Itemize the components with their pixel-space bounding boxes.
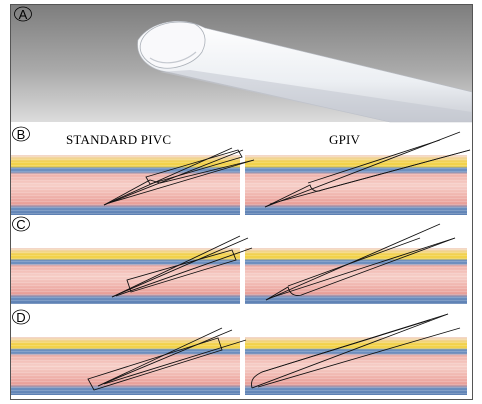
svg-text:C: C	[16, 217, 25, 232]
panel-c: C	[11, 216, 467, 304]
label-b: B	[12, 126, 30, 142]
label-c: C	[12, 216, 30, 232]
label-a: A	[14, 6, 32, 22]
standard-pivc-needle-d	[87, 327, 247, 391]
column-title-gpiv: GPIV	[329, 132, 361, 147]
standard-pivc-needle-c	[111, 235, 253, 298]
column-title-standard-pivc: STANDARD PIVC	[66, 132, 171, 147]
svg-text:D: D	[16, 310, 25, 325]
figure-frame	[10, 4, 473, 400]
panel-b: B STANDARD PIVC GPIV	[11, 126, 471, 215]
catheter-tube-shade	[160, 70, 472, 122]
svg-text:B: B	[17, 127, 26, 142]
gpiv-needle-c	[265, 223, 456, 301]
panel-a: A	[11, 5, 473, 123]
svg-text:A: A	[19, 7, 28, 22]
gpiv-needle-b	[264, 131, 471, 208]
standard-pivc-needle-b	[103, 147, 255, 206]
gpiv-needle-d	[251, 313, 461, 389]
catheter-tip-inner-shadow	[149, 51, 197, 64]
label-d: D	[12, 309, 30, 325]
panel-d: D	[11, 309, 467, 395]
